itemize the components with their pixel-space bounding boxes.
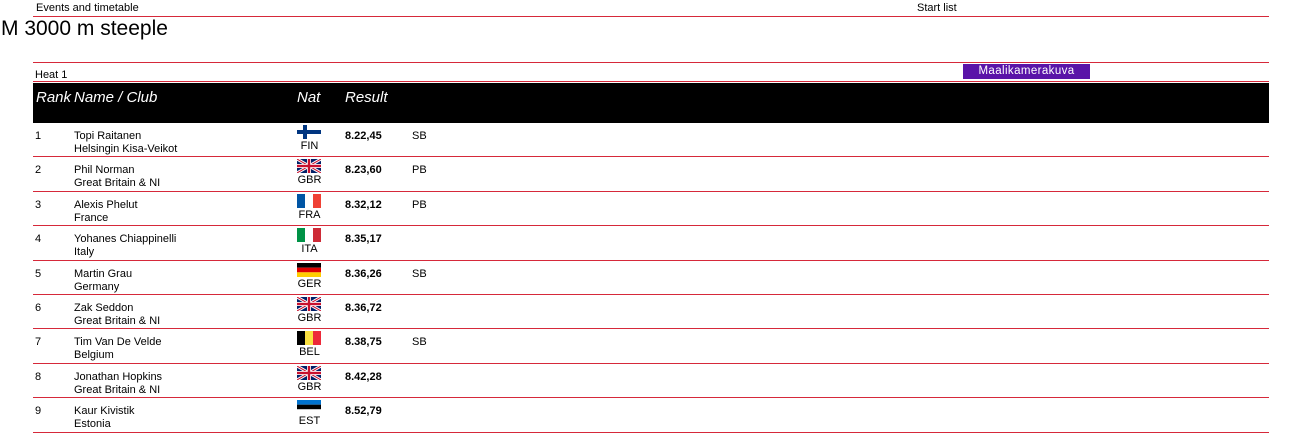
rank-cell: 1 — [35, 130, 42, 142]
flag-gbr-icon — [297, 365, 321, 380]
athlete-club: France — [74, 211, 109, 224]
nat-code: FRA — [298, 208, 321, 221]
flag-ger-icon — [297, 262, 321, 277]
heat-bar: Heat 1 Maalikamerakuva — [33, 62, 1269, 82]
athlete-name[interactable]: Martin Grau — [74, 267, 133, 280]
result-time: 8.36,72 — [345, 301, 382, 314]
nat-code: ITA — [301, 243, 318, 256]
header-result: Result — [345, 89, 388, 106]
rank-cell: 3 — [35, 198, 42, 211]
results-header: Rank Name / Club Nat Result — [33, 83, 1269, 123]
flag-ita-icon — [297, 228, 321, 243]
result-time: 8.52,79 — [345, 405, 382, 418]
rank-cell: 4 — [35, 233, 42, 246]
nat-code: GBR — [297, 380, 322, 393]
start-list-link[interactable]: Start list — [917, 2, 957, 14]
result-time: 8.23,60 — [345, 164, 382, 177]
nat-code: EST — [298, 415, 321, 428]
nat-code: BEL — [299, 346, 320, 359]
athlete-name[interactable]: Tim Van De Velde — [74, 336, 162, 349]
nat-code: GBR — [297, 174, 322, 187]
header-nat: Nat — [297, 89, 321, 106]
nat-code: GBR — [297, 311, 322, 324]
rank-cell: 2 — [35, 164, 42, 177]
flag-fin-icon — [297, 125, 321, 139]
athlete-club: Great Britain & NI — [74, 314, 161, 327]
record-note: SB — [412, 130, 427, 142]
nat-code: FIN — [300, 140, 319, 152]
athlete-club: Great Britain & NI — [74, 177, 161, 190]
athlete-name[interactable]: Topi Raitanen — [74, 130, 142, 142]
result-time: 8.38,75 — [345, 336, 382, 349]
header-rank: Rank — [36, 89, 72, 106]
flag-est-icon — [297, 400, 321, 415]
top-navigation: Events and timetable Start list — [33, 0, 1269, 17]
nat-code: GER — [297, 277, 322, 290]
record-note: PB — [412, 198, 427, 211]
result-time: 8.35,17 — [345, 233, 382, 246]
athlete-name[interactable]: Alexis Phelut — [74, 198, 138, 211]
flag-gbr-icon — [297, 159, 321, 174]
flag-gbr-icon — [297, 296, 321, 311]
athlete-name[interactable]: Yohanes Chiappinelli — [74, 233, 177, 246]
events-timetable-link[interactable]: Events and timetable — [36, 2, 139, 14]
athlete-club: Italy — [74, 246, 95, 259]
heat-label: Heat 1 — [35, 69, 68, 81]
result-time: 8.42,28 — [345, 370, 382, 383]
athlete-name[interactable]: Zak Seddon — [74, 301, 134, 314]
rank-cell: 8 — [35, 370, 42, 383]
athlete-name[interactable]: Kaur Kivistik — [74, 405, 135, 418]
record-note: SB — [412, 267, 427, 280]
finish-photo-button[interactable]: Maalikamerakuva — [963, 64, 1090, 79]
athlete-club: Germany — [74, 280, 120, 293]
record-note: SB — [412, 336, 427, 349]
rank-cell: 6 — [35, 301, 42, 314]
result-time: 8.36,26 — [345, 267, 382, 280]
athlete-name[interactable]: Jonathan Hopkins — [74, 370, 163, 383]
athlete-club: Helsingin Kisa-Veikot — [74, 143, 178, 155]
rank-cell: 9 — [35, 405, 42, 418]
rank-cell: 5 — [35, 267, 42, 280]
record-note: PB — [412, 164, 427, 177]
page-title: M 3000 m steeple — [1, 17, 168, 40]
athlete-club: Belgium — [74, 349, 114, 362]
rank-cell: 7 — [35, 336, 42, 349]
flag-bel-icon — [297, 331, 321, 346]
athlete-name[interactable]: Phil Norman — [74, 164, 135, 177]
header-name-club: Name / Club — [74, 89, 158, 106]
flag-fra-icon — [297, 193, 321, 208]
result-time: 8.32,12 — [345, 198, 382, 211]
athlete-club: Great Britain & NI — [74, 383, 161, 396]
athlete-club: Estonia — [74, 418, 111, 431]
result-time: 8.22,45 — [345, 130, 382, 142]
